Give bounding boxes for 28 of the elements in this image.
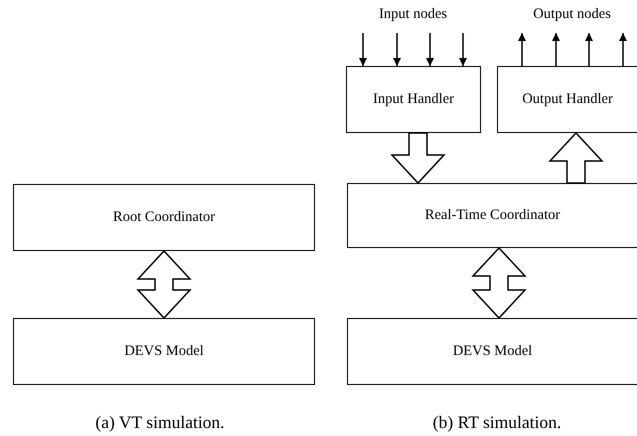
box-label: DEVS Model [452,343,532,360]
process-box [13,184,315,251]
process-box [347,183,637,248]
block-arrow [471,246,527,319]
box-label: Real-Time Coordinator [424,207,560,224]
box-label: Output Handler [522,91,613,108]
box-label: DEVS Model [124,343,204,360]
group-label: Input nodes [378,6,448,23]
arrow [518,33,526,66]
arrow [359,33,367,66]
block-arrow [136,250,192,319]
arrow [426,33,434,66]
box-label: Root Coordinator [113,209,215,226]
box-label: Input Handler [373,91,454,108]
block-arrow [390,132,446,184]
caption: (a) VT simulation. [95,412,225,433]
process-box [346,66,481,133]
caption: (b) RT simulation. [432,412,562,433]
process-box [13,318,315,385]
arrow [459,33,467,66]
process-box [497,66,637,133]
arrow [619,33,627,66]
block-arrow [548,132,604,184]
arrow [585,33,593,66]
arrow [552,33,560,66]
group-label: Output nodes [533,6,611,23]
process-box [347,318,637,385]
arrow [393,33,401,66]
